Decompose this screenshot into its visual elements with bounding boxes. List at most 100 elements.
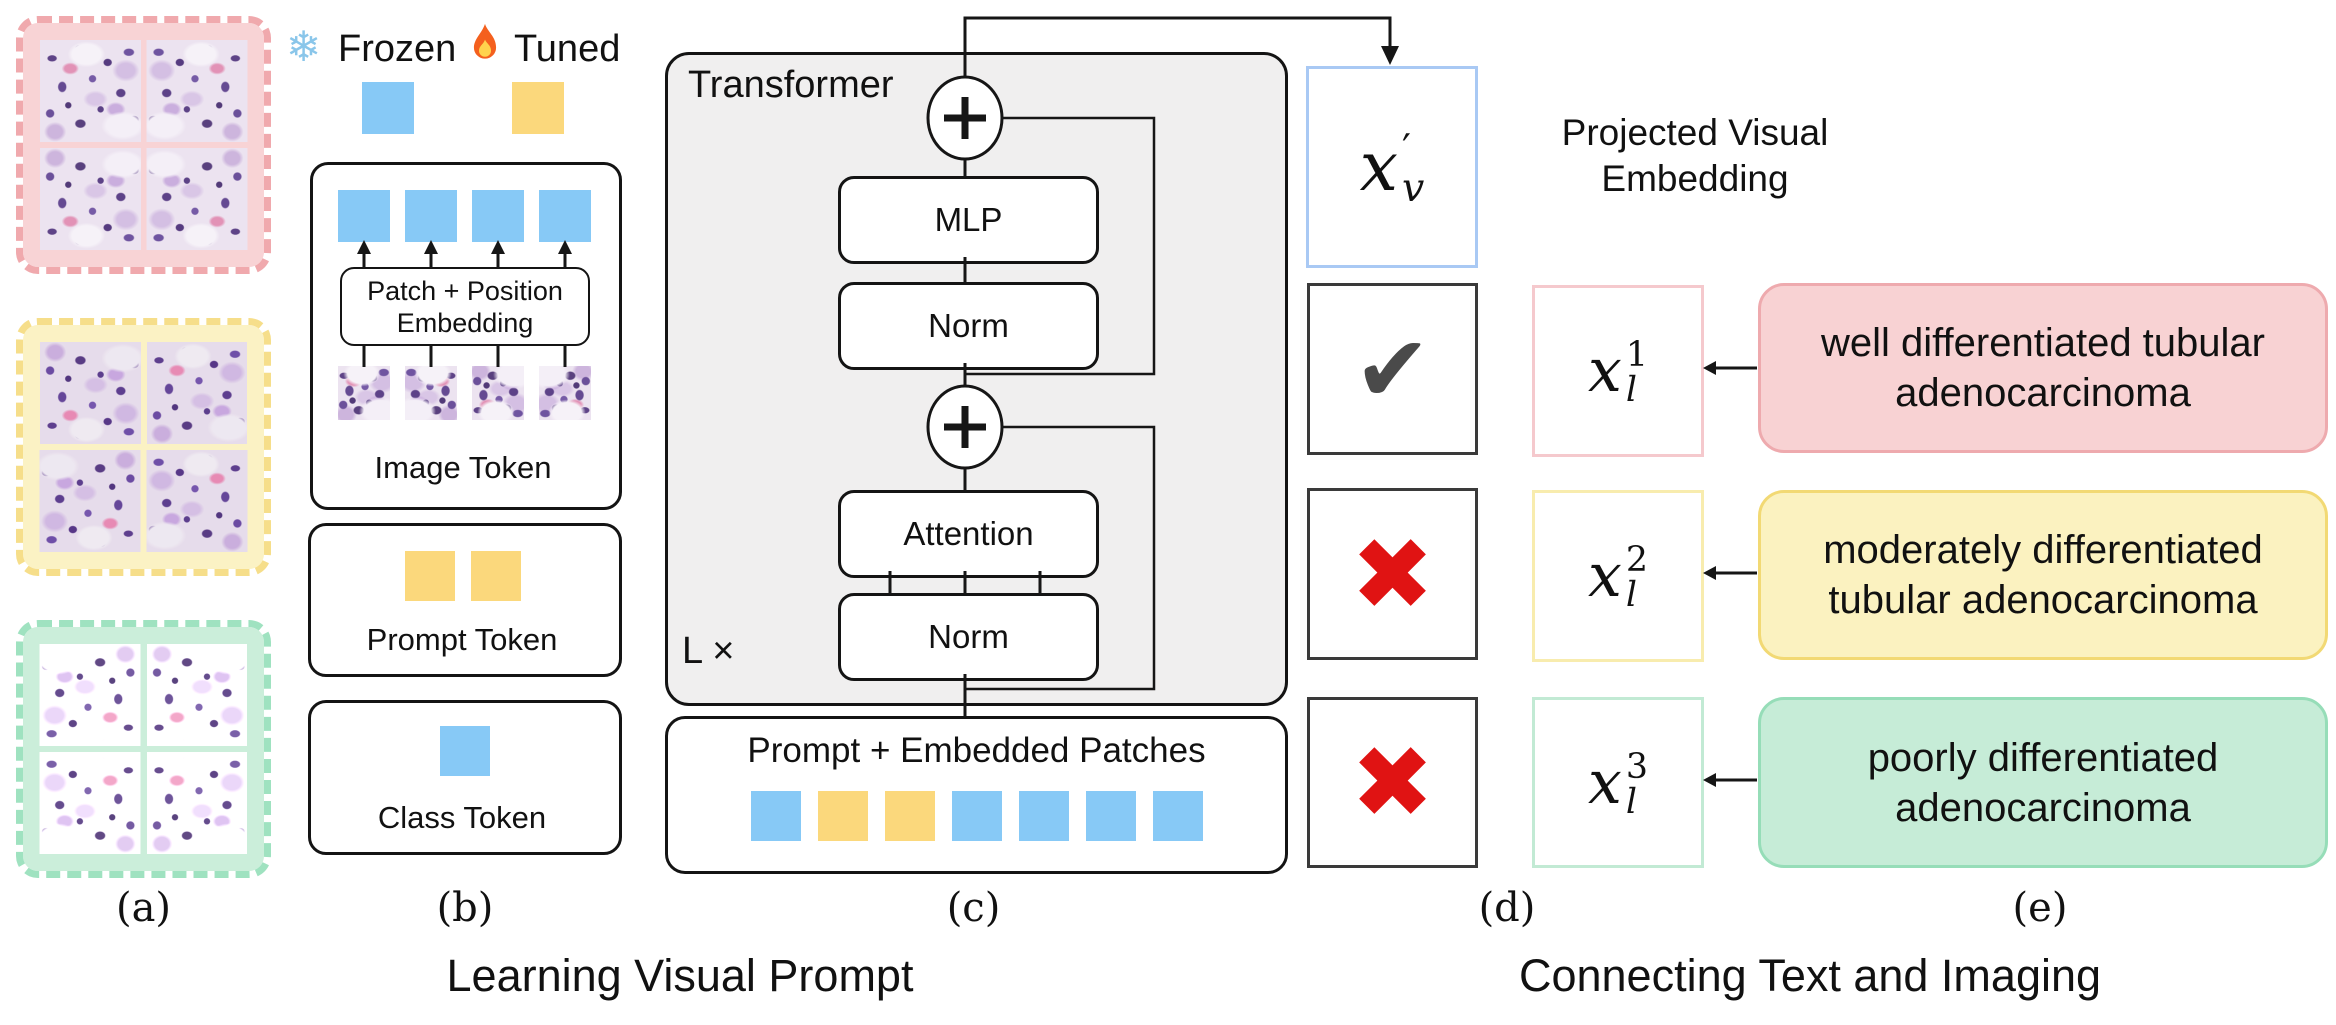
xv-symbol: x′v [1359, 125, 1425, 211]
norm-lower-box: Norm [838, 593, 1099, 681]
image-token-chip [1018, 791, 1069, 841]
prompt-embedded-patches-box: Prompt + Embedded Patches [665, 716, 1288, 874]
cross-icon: ✖ [1350, 518, 1435, 631]
tuned-token-swatch [512, 82, 564, 134]
prompt-token-square [405, 551, 455, 601]
image-token-square [338, 190, 390, 242]
attention-box: Attention [838, 490, 1099, 578]
histology-patch [40, 450, 141, 552]
transformer-title: Transformer [688, 64, 894, 106]
embedding-label-line1: Patch + Position [367, 275, 563, 306]
xl2-sup: 2 [1625, 540, 1648, 581]
xl2-sub: l [1625, 575, 1637, 615]
prompt-token-box [308, 523, 622, 677]
histology-grid [40, 342, 247, 552]
xv-base: x [1359, 127, 1399, 207]
xl2-base: x [1588, 541, 1622, 611]
histology-patch [40, 342, 141, 444]
class-token-chip [750, 791, 801, 841]
panel-label-c: (c) [946, 885, 1001, 931]
diagnosis-note-well-differentiated: well differentiated tubular adenocarcino… [1758, 283, 2328, 453]
xl3-base: x [1588, 747, 1622, 818]
panel-label-b: (b) [436, 885, 494, 931]
note-line2: adenocarcinoma [1895, 785, 2191, 830]
panel-label-d: (d) [1478, 885, 1536, 931]
patch-thumbnail [405, 366, 457, 420]
image-token-square [405, 190, 457, 242]
patch-thumbnail [472, 366, 524, 420]
caption-connecting-text-imaging: Connecting Text and Imaging [1518, 950, 2102, 1001]
histology-tile-moderately-differentiated [16, 318, 271, 576]
histology-patch [146, 752, 247, 854]
projected-visual-embedding-label: Projected Visual Embedding [1495, 110, 1895, 202]
histology-patch [40, 752, 141, 854]
match-result-box-1: ✔ [1307, 283, 1478, 455]
prompt-token-chip [817, 791, 868, 841]
histology-tile-well-differentiated [16, 16, 271, 274]
image-token-chip [951, 791, 1002, 841]
histology-patch [40, 40, 141, 142]
cross-icon: ✖ [1350, 727, 1435, 839]
projected-visual-embedding-box: x′v [1306, 66, 1478, 268]
norm-upper-box: Norm [838, 282, 1099, 370]
image-token-chip [1085, 791, 1136, 841]
note-line2: adenocarcinoma [1895, 371, 2191, 415]
histology-patch [146, 148, 247, 250]
panel-label-a: (a) [115, 885, 172, 931]
mlp-box: MLP [838, 176, 1099, 264]
image-token-title: Image Token [374, 450, 552, 485]
patch-thumbnail [338, 366, 390, 420]
layer-repeat-label: L × [682, 630, 735, 672]
caption-learning-visual-prompt: Learning Visual Prompt [446, 950, 914, 1001]
xl1-base: x [1588, 336, 1622, 406]
histology-patch [40, 644, 141, 746]
note-line2: tubular adenocarcinoma [1828, 578, 2258, 622]
image-token-square [539, 190, 591, 242]
xv-sub: v [1402, 165, 1425, 211]
patch-position-embedding-box: Patch + Position Embedding [340, 267, 590, 346]
xl3-sup: 3 [1625, 746, 1648, 787]
embedding-label-line2: Embedding [396, 307, 534, 338]
check-icon: ✔ [1353, 318, 1432, 421]
xv-prime: ′ [1402, 125, 1411, 172]
diagnosis-note-moderately-differentiated: moderately differentiated tubular adenoc… [1758, 490, 2328, 660]
projected-label-line2: Embedding [1601, 158, 1789, 199]
histology-patch [146, 644, 247, 746]
note-line1: poorly differentiated [1867, 735, 2219, 780]
histology-patch [146, 342, 247, 444]
xl3-sub: l [1625, 781, 1637, 822]
token-sequence-row [668, 791, 1285, 841]
note-line1: well differentiated tubular [1821, 321, 2265, 365]
flame-icon [466, 22, 504, 75]
class-token-title: Class Token [377, 800, 547, 835]
histology-patch [146, 40, 247, 142]
frozen-token-swatch [362, 82, 414, 134]
histology-tile-poorly-differentiated [16, 620, 271, 878]
match-result-box-3: ✖ [1307, 697, 1478, 868]
xl1-sup: 1 [1625, 335, 1648, 376]
histology-patch [40, 148, 141, 250]
projected-label-line1: Projected Visual [1561, 112, 1829, 153]
prompt-token-title: Prompt Token [366, 622, 558, 657]
histology-grid [40, 40, 247, 250]
patch-thumbnail [539, 366, 591, 420]
diagnosis-note-poorly-differentiated: poorly differentiated adenocarcinoma [1758, 697, 2328, 868]
class-token-square [440, 726, 490, 776]
match-result-box-2: ✖ [1307, 488, 1478, 660]
image-token-square [472, 190, 524, 242]
note-line1: moderately differentiated [1823, 528, 2263, 572]
image-token-chip [1152, 791, 1203, 841]
histology-patch [146, 450, 247, 552]
prompt-token-square [471, 551, 521, 601]
xl1-sub: l [1625, 370, 1637, 410]
histology-grid [40, 644, 247, 854]
snowflake-icon: ❄ [286, 23, 322, 70]
legend-tuned-label: Tuned [514, 28, 621, 70]
